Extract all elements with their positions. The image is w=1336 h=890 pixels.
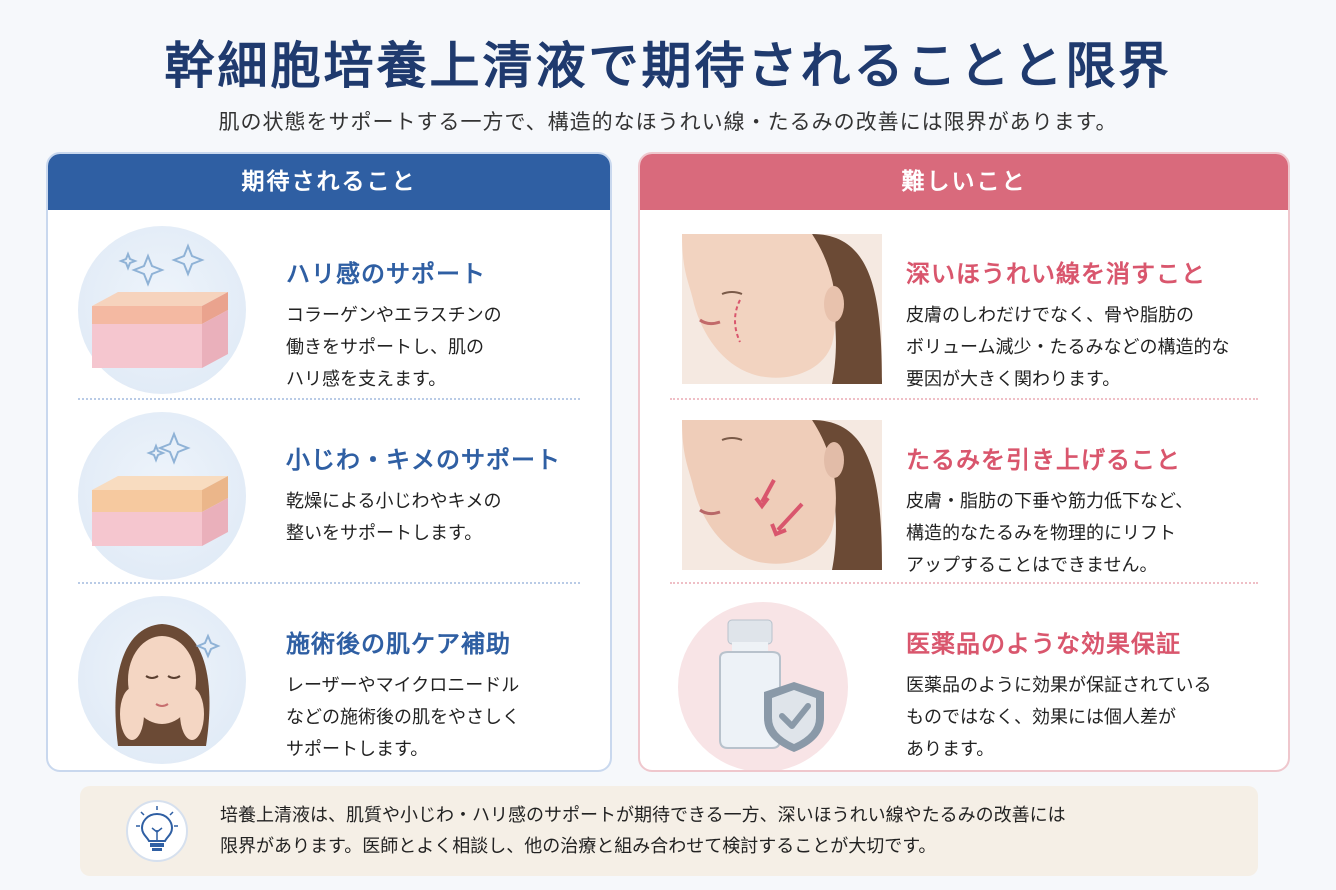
limits-panel: 難しいこと 深いほうれい線を消すこと 皮膚のしわだけでなく、骨や脂肪の ボリュー… xyxy=(638,152,1290,772)
skin-layers-icon xyxy=(78,226,246,394)
limits-item-body: 皮膚のしわだけでなく、骨や脂肪の ボリューム減少・たるみなどの構造的な 要因が大… xyxy=(906,305,1230,390)
expected-item-title: 施術後の肌ケア補助 xyxy=(286,630,511,658)
limits-item-title: 医薬品のような効果保証 xyxy=(906,630,1181,658)
limits-item-title: 深いほうれい線を消すこと xyxy=(906,260,1206,288)
limits-item: 医薬品のような効果保証 医薬品のように効果が保証されている ものではなく、効果に… xyxy=(640,584,1288,770)
page-title: 幹細胞培養上清液で期待されることと限界 xyxy=(164,36,1172,95)
expected-item-body: 乾燥による小じわやキメの 整いをサポートします。 xyxy=(286,491,502,544)
page-subtitle: 肌の状態をサポートする一方で、構造的なほうれい線・たるみの改善には限界があります… xyxy=(218,110,1118,134)
expected-item: 施術後の肌ケア補助 レーザーやマイクロニードル などの施術後の肌をやさしく サポ… xyxy=(48,584,610,768)
divider xyxy=(670,398,1258,400)
divider xyxy=(78,582,580,584)
summary-note: 培養上清液は、肌質や小じわ・ハリ感のサポートが期待できる一方、深いほうれい線やた… xyxy=(80,786,1258,876)
bottle-shield-icon xyxy=(678,602,848,770)
lightbulb-icon xyxy=(126,800,188,862)
expected-item: 小じわ・キメのサポート 乾燥による小じわやキメの 整いをサポートします。 xyxy=(48,400,610,584)
expected-panel: 期待されること ハリ感のサポート コラーゲンやエラスチンの 働きをサポートし、肌… xyxy=(46,152,612,772)
limits-item-title: たるみを引き上げること xyxy=(906,446,1181,474)
summary-note-text: 培養上清液は、肌質や小じわ・ハリ感のサポートが期待できる一方、深いほうれい線やた… xyxy=(220,805,1066,857)
expected-item-title: ハリ感のサポート xyxy=(286,260,486,288)
limits-item: たるみを引き上げること 皮膚・脂肪の下垂や筋力低下など、 構造的なたるみを物理的… xyxy=(640,400,1288,584)
limits-item-body: 医薬品のように効果が保証されている ものではなく、効果には個人差が あります。 xyxy=(906,675,1212,760)
expected-panel-heading: 期待されること xyxy=(48,154,610,210)
expected-item-body: レーザーやマイクロニードル などの施術後の肌をやさしく サポートします。 xyxy=(286,675,520,760)
sagging-face-icon xyxy=(682,420,882,570)
expected-item-body: コラーゲンやエラスチンの 働きをサポートし、肌の ハリ感を支えます。 xyxy=(286,305,502,390)
expected-item-title: 小じわ・キメのサポート xyxy=(286,446,561,474)
limits-item: 深いほうれい線を消すこと 皮膚のしわだけでなく、骨や脂肪の ボリューム減少・たる… xyxy=(640,214,1288,398)
divider xyxy=(78,398,580,400)
nasolabial-fold-face-icon xyxy=(682,234,882,384)
woman-face-icon xyxy=(78,596,246,764)
limits-panel-heading: 難しいこと xyxy=(640,154,1288,210)
divider xyxy=(670,582,1258,584)
expected-item: ハリ感のサポート コラーゲンやエラスチンの 働きをサポートし、肌の ハリ感を支え… xyxy=(48,214,610,398)
skin-texture-icon xyxy=(78,412,246,580)
limits-item-body: 皮膚・脂肪の下垂や筋力低下など、 構造的なたるみを物理的にリフト アップすること… xyxy=(906,491,1194,576)
